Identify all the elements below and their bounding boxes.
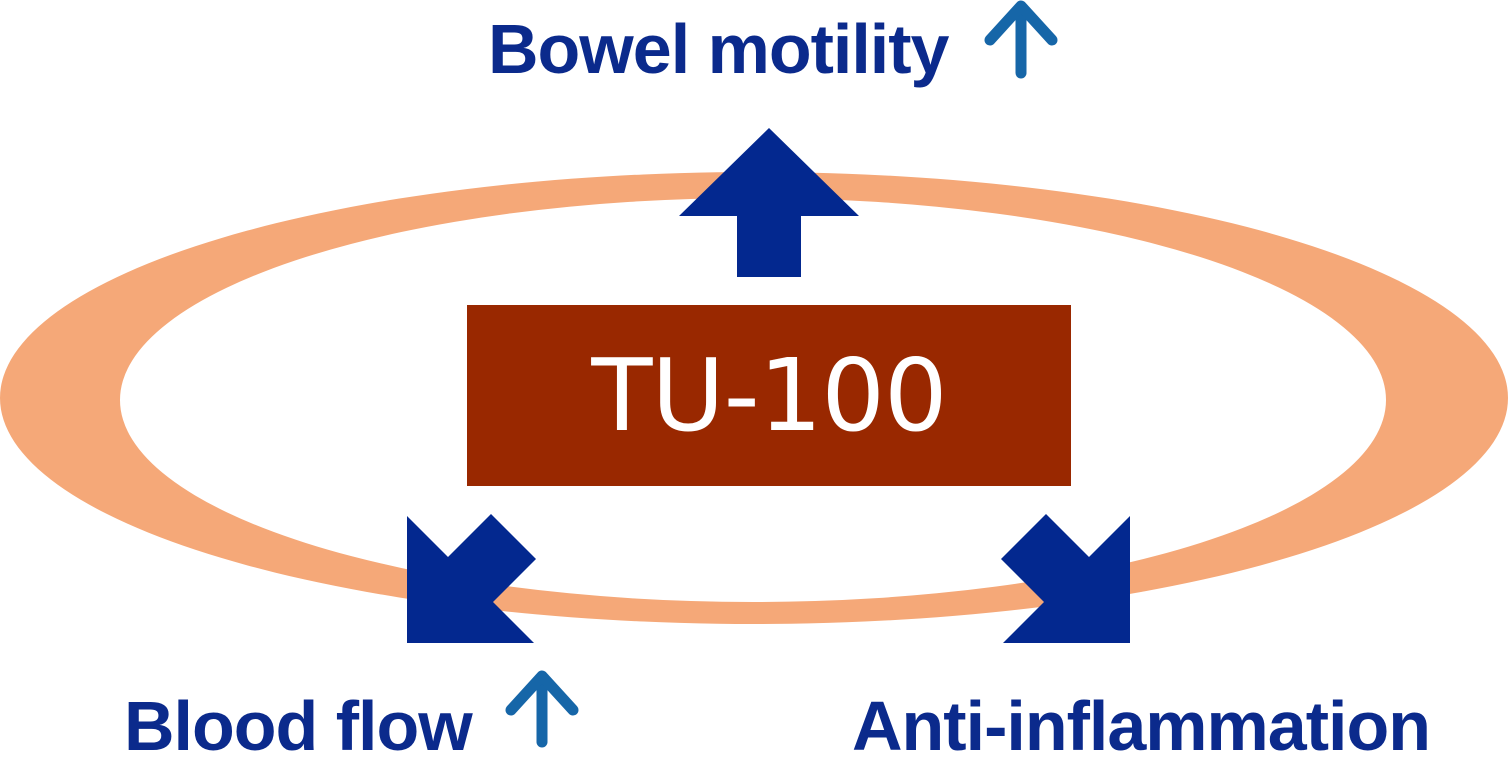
arrow-down-left-icon <box>407 514 536 643</box>
arrow-up-icon <box>679 128 859 277</box>
tu100-label: TU-100 <box>591 336 947 454</box>
bowel-motility-up-icon <box>984 0 1058 79</box>
blood-flow-label: Blood flow <box>124 687 473 765</box>
bowel-motility-label: Bowel motility <box>488 10 949 88</box>
anti-inflammation-label: Anti-inflammation <box>852 687 1431 765</box>
tu100-box: TU-100 <box>467 305 1071 486</box>
blood-flow-up-icon <box>505 670 579 748</box>
arrow-down-right-icon <box>1001 514 1130 643</box>
